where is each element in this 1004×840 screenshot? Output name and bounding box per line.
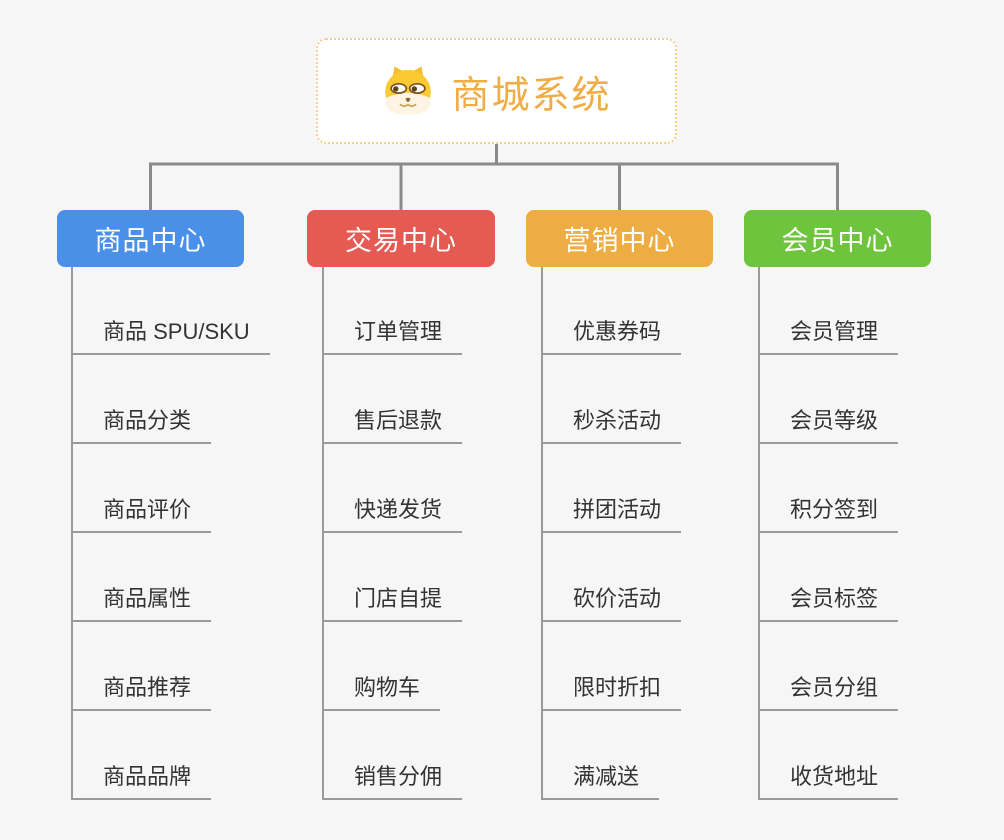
leaf-node[interactable]: 秒杀活动 <box>541 403 682 444</box>
leaf-node[interactable]: 砍价活动 <box>541 581 682 622</box>
branch-node-product-center[interactable]: 商品中心 <box>57 210 244 267</box>
branch-label: 会员中心 <box>781 226 894 256</box>
leaf-column-trade: 订单管理 售后退款 快递发货 门店自提 购物车 销售分佣 <box>322 267 463 800</box>
branch-label: 交易中心 <box>345 226 457 256</box>
leaf-node[interactable]: 限时折扣 <box>541 670 682 711</box>
leaf-node[interactable]: 快递发货 <box>322 492 463 533</box>
branch-node-member-center[interactable]: 会员中心 <box>744 210 931 267</box>
doge-icon <box>385 66 432 115</box>
root-title: 商城系统 <box>451 74 612 117</box>
root-node-mall-system[interactable]: 商城系统 <box>316 38 677 144</box>
leaf-node[interactable]: 商品推荐 <box>71 670 212 711</box>
branch-label: 商品中心 <box>94 226 207 256</box>
leaf-node[interactable]: 会员标签 <box>758 581 899 622</box>
leaf-column-member: 会员管理 会员等级 积分签到 会员标签 会员分组 收货地址 <box>758 267 899 800</box>
branch-label: 营销中心 <box>563 226 676 256</box>
leaf-node[interactable]: 优惠券码 <box>541 314 682 355</box>
leaf-node[interactable]: 商品分类 <box>71 403 212 444</box>
leaf-node[interactable]: 商品属性 <box>71 581 212 622</box>
leaf-node[interactable]: 订单管理 <box>322 314 463 355</box>
leaf-node[interactable]: 商品品牌 <box>71 759 212 800</box>
leaf-node[interactable]: 销售分佣 <box>322 759 463 800</box>
leaf-node[interactable]: 会员分组 <box>758 670 899 711</box>
leaf-node[interactable]: 满减送 <box>541 759 660 800</box>
leaf-node[interactable]: 门店自提 <box>322 581 463 622</box>
leaf-node[interactable]: 商品评价 <box>71 492 212 533</box>
leaf-node[interactable]: 积分签到 <box>758 492 899 533</box>
leaf-node[interactable]: 售后退款 <box>322 403 463 444</box>
leaf-column-product: 商品 SPU/SKU 商品分类 商品评价 商品属性 商品推荐 商品品牌 <box>71 267 270 800</box>
leaf-node[interactable]: 拼团活动 <box>541 492 682 533</box>
branch-node-marketing-center[interactable]: 营销中心 <box>526 210 713 267</box>
leaf-node[interactable]: 商品 SPU/SKU <box>71 314 270 355</box>
leaf-node[interactable]: 会员管理 <box>758 314 899 355</box>
leaf-node[interactable]: 会员等级 <box>758 403 899 444</box>
branch-node-trade-center[interactable]: 交易中心 <box>307 210 495 267</box>
leaf-node[interactable]: 收货地址 <box>758 759 899 800</box>
leaf-column-marketing: 优惠券码 秒杀活动 拼团活动 砍价活动 限时折扣 满减送 <box>541 267 682 800</box>
leaf-node[interactable]: 购物车 <box>322 670 441 711</box>
